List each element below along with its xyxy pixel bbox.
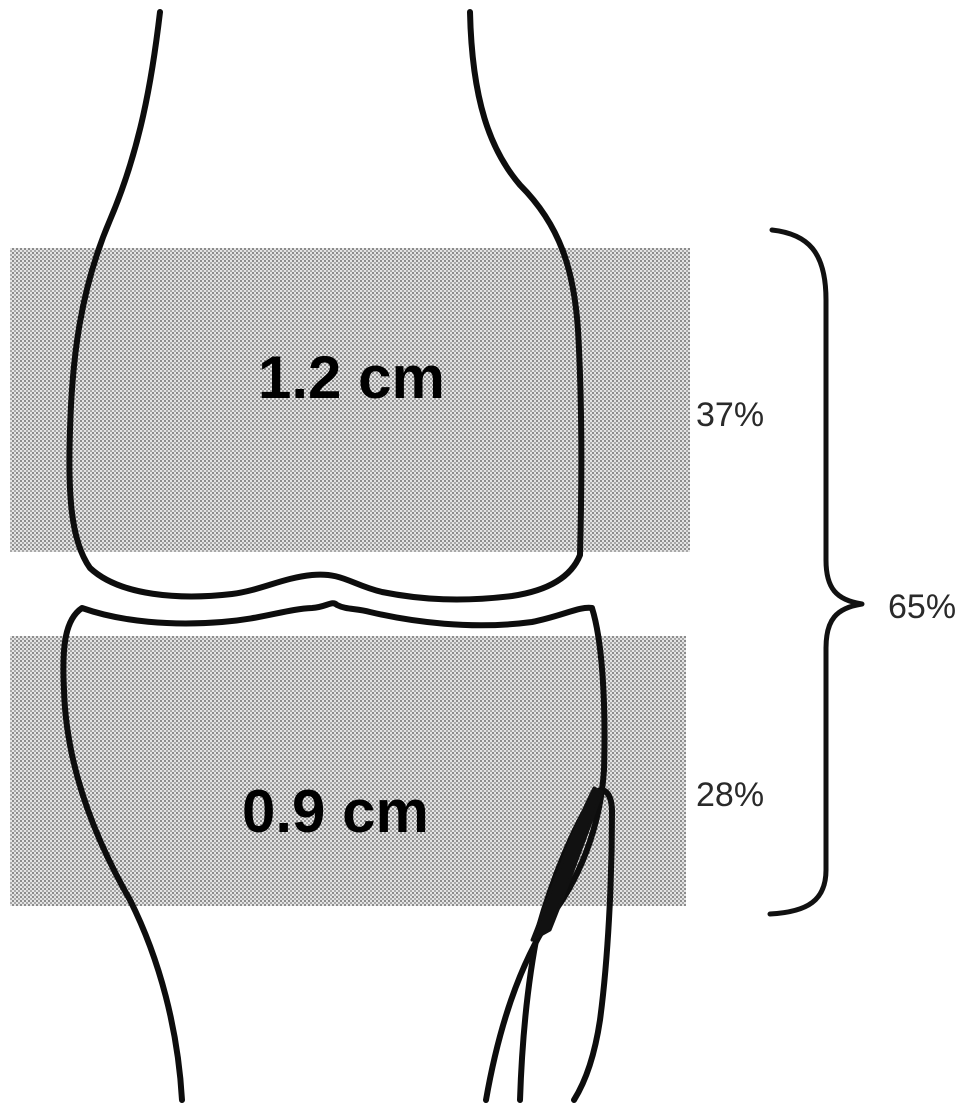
upper-zone-percent: 37% (696, 396, 764, 434)
total-bracket (770, 230, 862, 914)
lower-zone-measurement: 0.9 cm (242, 778, 429, 845)
total-percent: 65% (888, 588, 956, 626)
upper-zone-measurement: 1.2 cm (258, 344, 445, 411)
lower-zone-percent: 28% (696, 776, 764, 814)
